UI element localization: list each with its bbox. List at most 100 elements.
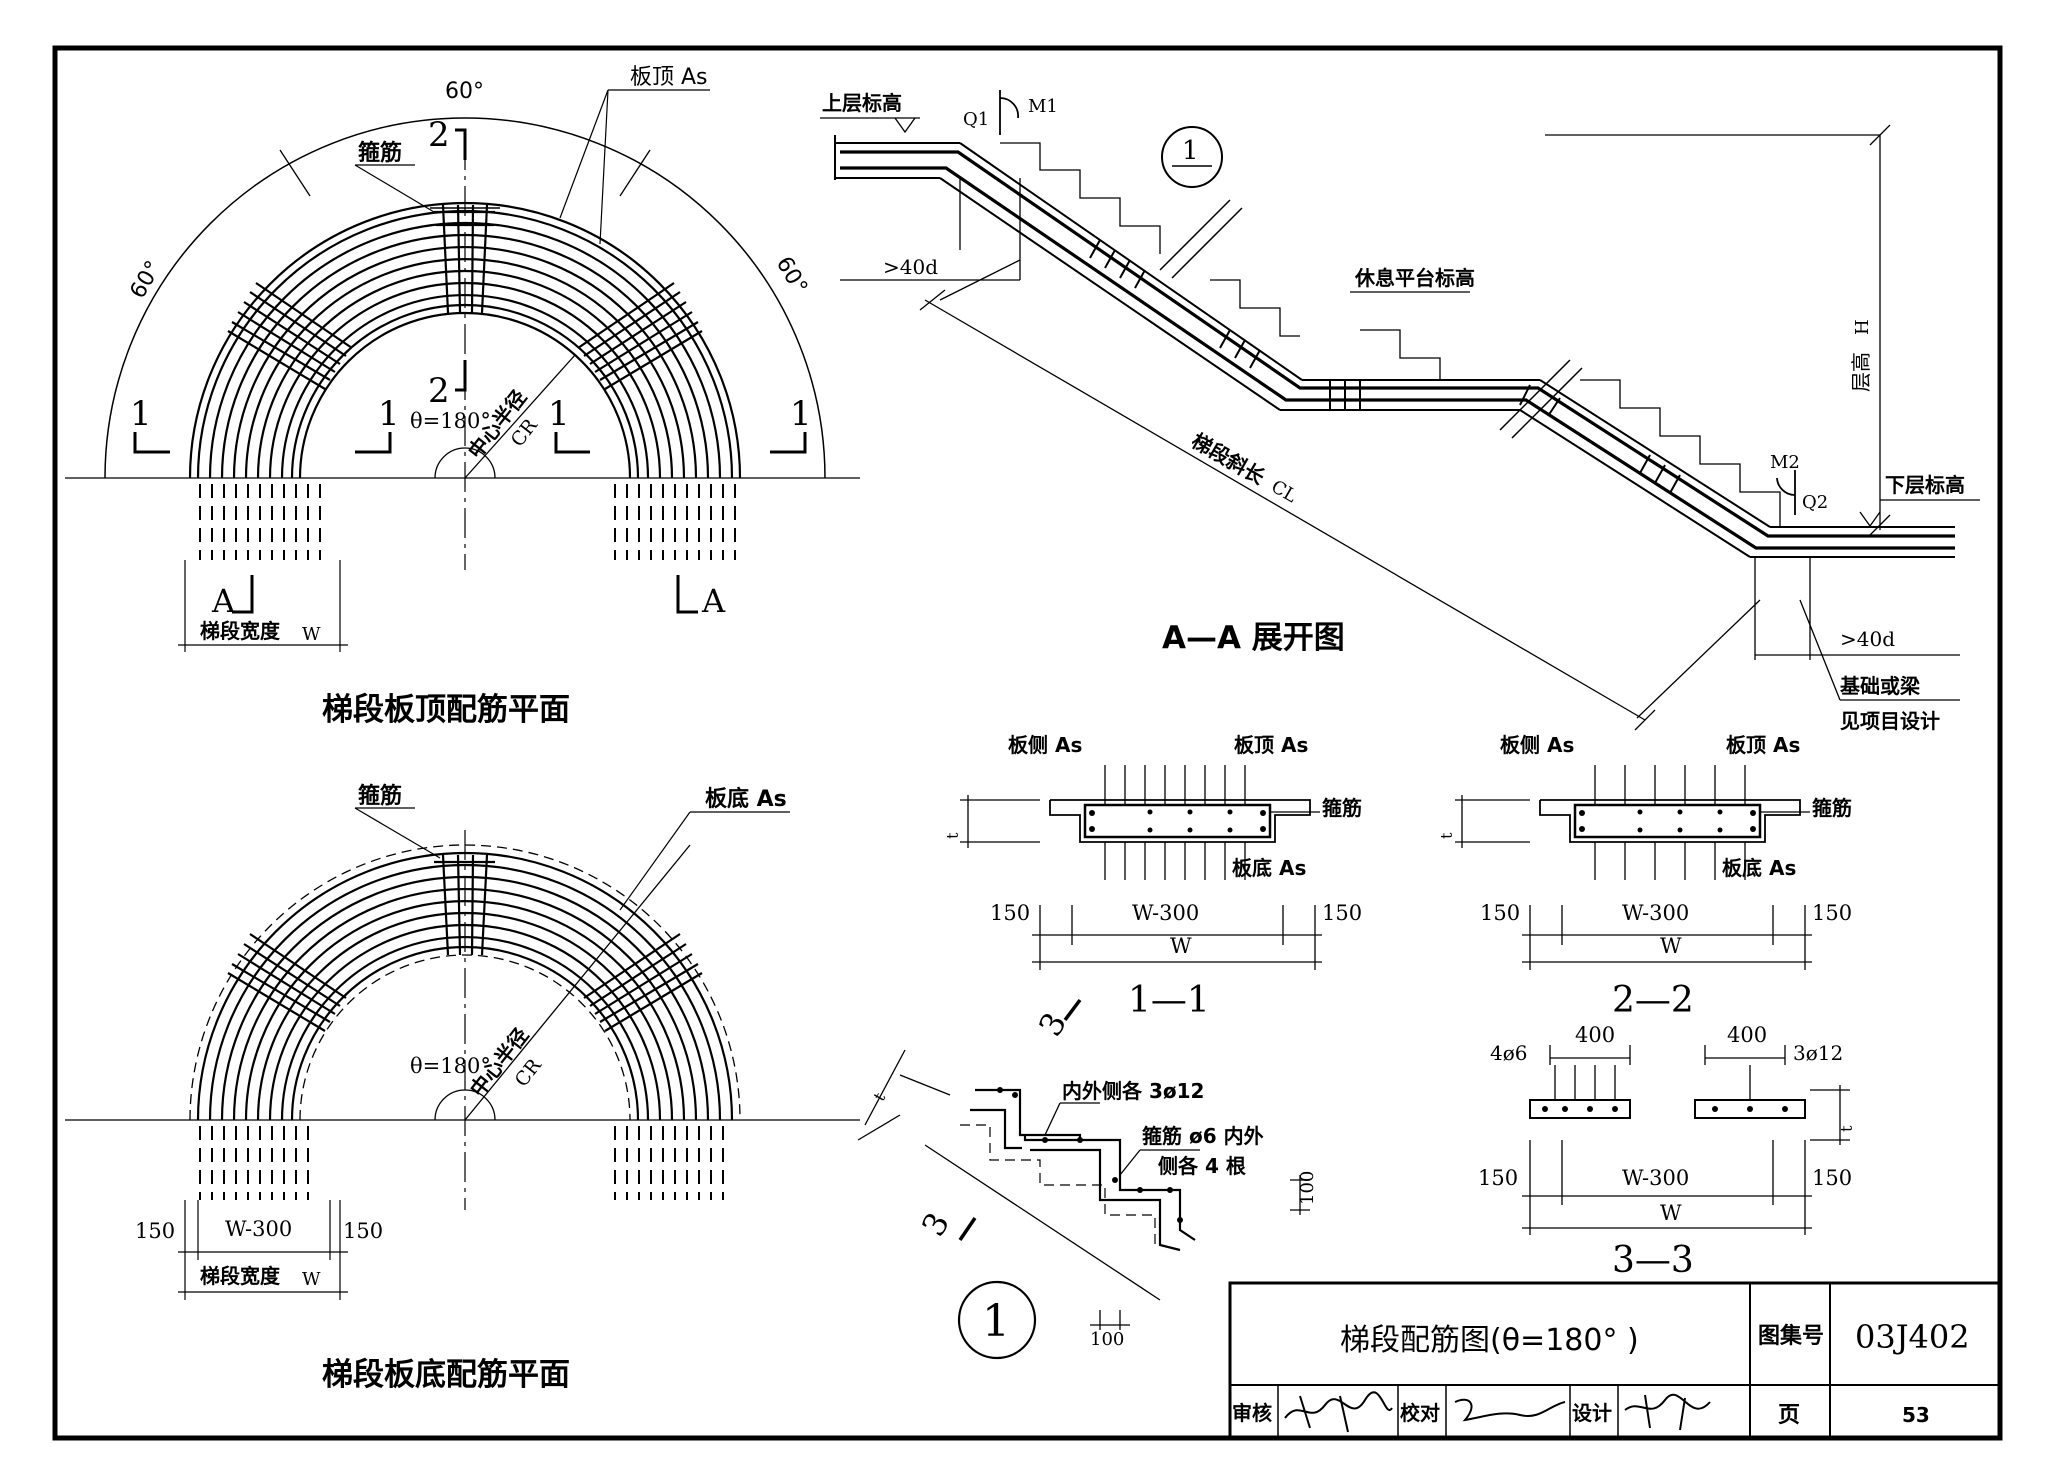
review-label: 审核 bbox=[1232, 1401, 1272, 1425]
theta-label: θ=180° bbox=[410, 409, 491, 433]
elevation-title: A—A 展开图 bbox=[1162, 620, 1345, 656]
dim-150: 150 bbox=[990, 901, 1030, 925]
plan-bottom: 箍筋 板底 As θ=180° 中心半径 CR 150 W-300 150 梯段… bbox=[65, 783, 860, 1393]
sec1-mark: 1 bbox=[790, 394, 812, 434]
section-3-3-title: 3—3 bbox=[1612, 1240, 1694, 1281]
dim-w: W bbox=[1660, 934, 1682, 958]
bottom-bar-label: 板底 As bbox=[1232, 856, 1306, 880]
q2-label: Q2 bbox=[1802, 492, 1828, 513]
signature-design bbox=[1624, 1393, 1711, 1431]
t-label: t bbox=[1837, 1125, 1856, 1132]
page-number: 53 bbox=[1902, 1403, 1930, 1427]
cut-mark: 3 bbox=[914, 1206, 957, 1243]
top-bar-label: 板顶 As bbox=[1726, 733, 1800, 757]
cut-mark: 3 bbox=[1031, 1006, 1074, 1043]
section-2-2: 板侧 As 板顶 As 箍筋 板底 As t 150 W-300 150 W 2… bbox=[1437, 733, 1852, 1021]
slope-length-label: 梯段斜长 bbox=[1188, 429, 1270, 490]
signature-check bbox=[1454, 1398, 1566, 1422]
secA-mark: A bbox=[701, 582, 726, 620]
dim-150: 150 bbox=[1478, 1166, 1518, 1190]
dim-150: 150 bbox=[1322, 901, 1362, 925]
width-label: 梯段宽度 bbox=[200, 619, 281, 643]
drawing-title: 梯段配筋图(θ=180° ) bbox=[1340, 1323, 1639, 1358]
top-bar-label: 板顶 As bbox=[630, 65, 708, 90]
check-label: 校对 bbox=[1400, 1401, 1440, 1425]
lower-level-label: 下层标高 bbox=[1885, 473, 1965, 497]
bottom-bar-label: 板底 As bbox=[705, 786, 787, 812]
design-label: 设计 bbox=[1572, 1401, 1612, 1425]
t-label: t bbox=[870, 1089, 890, 1105]
stirrup-label: 箍筋 bbox=[1812, 796, 1852, 820]
stirrup-label: 箍筋 bbox=[358, 140, 402, 166]
detail-number: 1 bbox=[982, 1296, 1010, 1347]
sec1-mark: 1 bbox=[130, 394, 152, 434]
section-1-1: 板侧 As 板顶 As 箍筋 板底 As t 150 W-300 150 W 1… bbox=[943, 733, 1362, 1021]
sec1-mark: 1 bbox=[548, 394, 570, 434]
bar-left-label: 4ø6 bbox=[1490, 1041, 1528, 1065]
dim-100: 100 bbox=[1297, 1171, 1318, 1205]
detail-1: 1 3 3 内外侧各 3ø12 箍筋 ø6 内外 侧各 4 根 100 100 … bbox=[857, 998, 1318, 1360]
foundation-label: 基础或梁 bbox=[1840, 674, 1921, 698]
dim-w: W bbox=[1660, 1201, 1682, 1225]
sec2-mark: 2 bbox=[428, 115, 450, 155]
width-label: 梯段宽度 bbox=[200, 1264, 281, 1288]
title-block: 梯段配筋图(θ=180° ) 图集号 03J402 审核 校对 设计 页 53 bbox=[1228, 1281, 2002, 1440]
dim-150: 150 bbox=[1812, 901, 1852, 925]
dim-100: 100 bbox=[1090, 1329, 1124, 1350]
stirrup-label: 箍筋 bbox=[1322, 796, 1362, 820]
q1-label: Q1 bbox=[963, 109, 989, 130]
sec2-mark: 2 bbox=[428, 371, 450, 411]
sec1-mark: 1 bbox=[378, 394, 400, 434]
dim-w-300: W-300 bbox=[225, 1217, 292, 1241]
dim-w-300: W-300 bbox=[1622, 1166, 1689, 1190]
side-bar-label: 板侧 As bbox=[1500, 733, 1574, 757]
top-bar-label: 板顶 As bbox=[1234, 733, 1308, 757]
angle-label-right: 60° bbox=[771, 253, 812, 299]
dim-150: 150 bbox=[1480, 901, 1520, 925]
signature-review bbox=[1284, 1391, 1393, 1433]
detail-bubble-number: 1 bbox=[1182, 136, 1199, 166]
dim-150: 150 bbox=[1812, 1166, 1852, 1190]
plan-bottom-title: 梯段板底配筋平面 bbox=[322, 1357, 570, 1393]
dim-150: 150 bbox=[135, 1219, 175, 1243]
bar-right-label: 3ø12 bbox=[1793, 1041, 1843, 1065]
theta-label: θ=180° bbox=[410, 1054, 491, 1078]
floor-height-label: 层高 bbox=[1849, 352, 1873, 392]
width-symbol: W bbox=[302, 1269, 321, 1290]
h-label: H bbox=[1852, 319, 1873, 335]
anchor-label: >40d bbox=[1840, 627, 1895, 651]
angle-label-top: 60° bbox=[445, 79, 484, 104]
anchor-label: >40d bbox=[883, 255, 938, 279]
side-bars-note: 内外侧各 3ø12 bbox=[1062, 1079, 1204, 1103]
dim-w-300: W-300 bbox=[1132, 901, 1199, 925]
angle-label-left: 60° bbox=[126, 257, 167, 303]
secA-mark: A bbox=[211, 582, 236, 620]
t-label: t bbox=[943, 832, 962, 839]
section-2-2-title: 2—2 bbox=[1612, 980, 1694, 1021]
m2-label: M2 bbox=[1770, 452, 1800, 473]
dim-w: W bbox=[1170, 934, 1192, 958]
m1-label: M1 bbox=[1028, 96, 1058, 117]
atlas-number: 03J402 bbox=[1855, 1318, 1970, 1356]
landing-level-label: 休息平台标高 bbox=[1354, 266, 1475, 290]
page-label: 页 bbox=[1778, 1403, 1800, 1428]
bottom-bar-label: 板底 As bbox=[1722, 856, 1796, 880]
atlas-label: 图集号 bbox=[1758, 1323, 1824, 1349]
see-project-label: 见项目设计 bbox=[1840, 709, 1940, 733]
dim-w-300: W-300 bbox=[1622, 901, 1689, 925]
section-3-3: 4ø6 400 400 3ø12 t 150 W-300 150 W 3—3 bbox=[1478, 1023, 1856, 1281]
section-1-1-title: 1—1 bbox=[1128, 980, 1210, 1021]
stirrup-note: 箍筋 ø6 内外 bbox=[1142, 1124, 1264, 1148]
upper-level-label: 上层标高 bbox=[822, 91, 902, 115]
plan-top-title: 梯段板顶配筋平面 bbox=[322, 692, 570, 728]
t-label: t bbox=[1437, 832, 1456, 839]
dim-400: 400 bbox=[1575, 1023, 1615, 1047]
stirrup-label: 箍筋 bbox=[358, 783, 402, 809]
side-bar-label: 板侧 As bbox=[1008, 733, 1082, 757]
dim-400: 400 bbox=[1727, 1023, 1767, 1047]
sheet-border bbox=[52, 45, 2003, 1441]
stirrup-note: 侧各 4 根 bbox=[1158, 1154, 1246, 1178]
elevation-aa: 1 上层标高 Q1 M1 休息平台标高 >40d 梯段斜长 CL 层高 H M2… bbox=[820, 90, 1980, 733]
plan-top: 60° 60° 60° 箍筋 板顶 As θ=180° 中心半径 CR 1 1 … bbox=[65, 65, 860, 728]
